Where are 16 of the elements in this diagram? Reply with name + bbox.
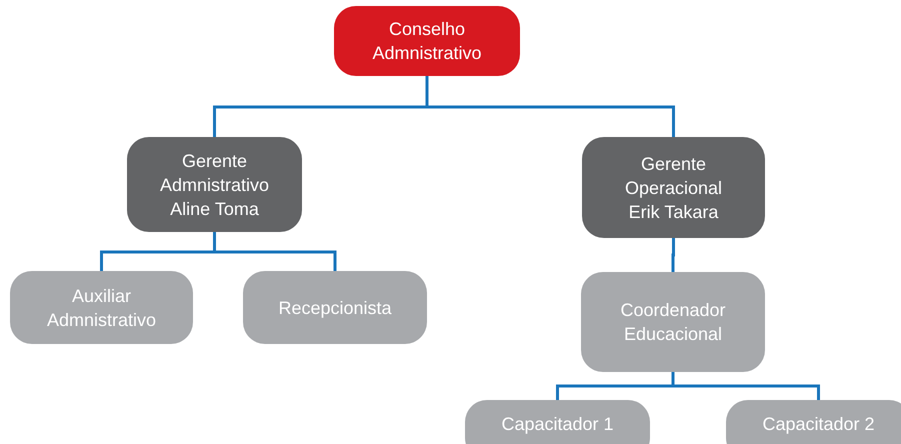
org-box <box>334 6 520 76</box>
org-box <box>127 137 302 232</box>
node-label: Recepcionista <box>278 296 392 320</box>
connector-line <box>672 238 675 272</box>
node-label: Coordenador Educacional <box>619 299 727 346</box>
org-box <box>581 272 765 372</box>
org-box <box>465 400 650 444</box>
node-label: Capacitador 2 <box>762 413 875 436</box>
node-label: Auxiliar Admnistrativo <box>46 284 158 332</box>
node-label: Gerente Operacional Erik Takara <box>624 152 724 224</box>
node-label: Conselho Admnistrativo <box>371 18 483 65</box>
org-box <box>582 137 765 238</box>
org-box <box>243 271 427 344</box>
org-box <box>10 271 193 344</box>
node-label: Gerente Admnistrativo Aline Toma <box>158 150 270 220</box>
node-label: Capacitador 1 <box>501 413 614 436</box>
